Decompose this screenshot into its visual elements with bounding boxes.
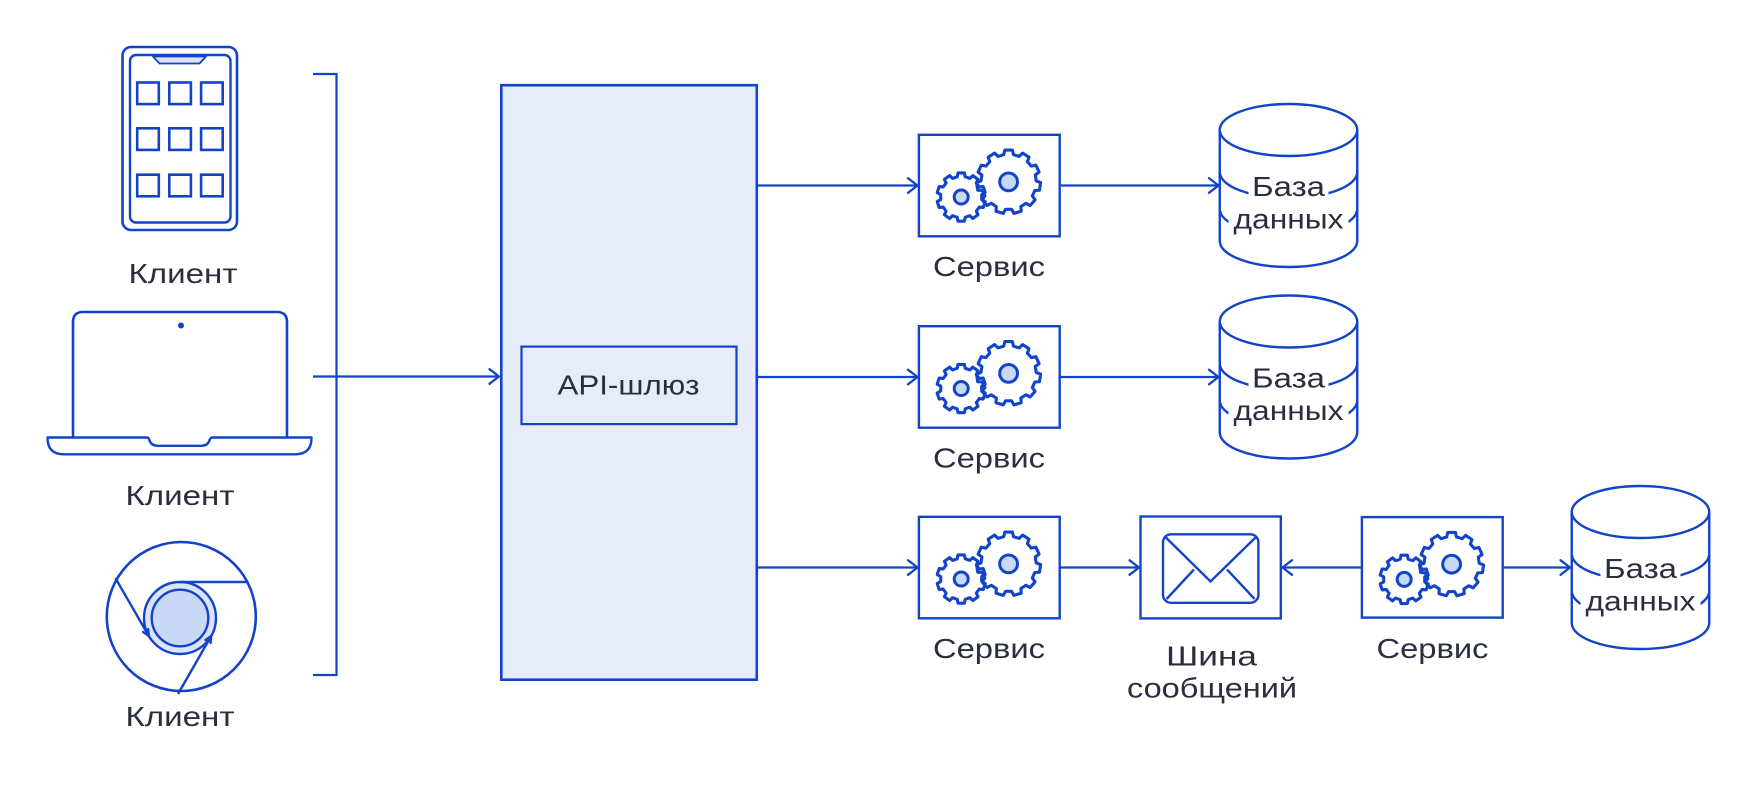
svg-text:Сервис: Сервис <box>1377 633 1489 664</box>
svg-text:База: База <box>1604 553 1677 584</box>
svg-text:Сервис: Сервис <box>933 633 1045 664</box>
svg-text:Сервис: Сервис <box>933 251 1045 282</box>
svg-text:Клиент: Клиент <box>126 701 235 732</box>
svg-text:данных: данных <box>1234 204 1344 235</box>
svg-text:Шина: Шина <box>1166 641 1258 672</box>
svg-text:База: База <box>1252 171 1325 202</box>
svg-text:База: База <box>1252 363 1325 394</box>
svg-text:данных: данных <box>1234 395 1344 426</box>
svg-text:Сервис: Сервис <box>933 443 1045 474</box>
svg-text:API-шлюз: API-шлюз <box>558 370 700 401</box>
svg-text:Клиент: Клиент <box>129 258 238 289</box>
svg-text:данных: данных <box>1586 586 1696 617</box>
svg-text:Клиент: Клиент <box>126 480 235 511</box>
svg-text:сообщений: сообщений <box>1127 673 1297 704</box>
